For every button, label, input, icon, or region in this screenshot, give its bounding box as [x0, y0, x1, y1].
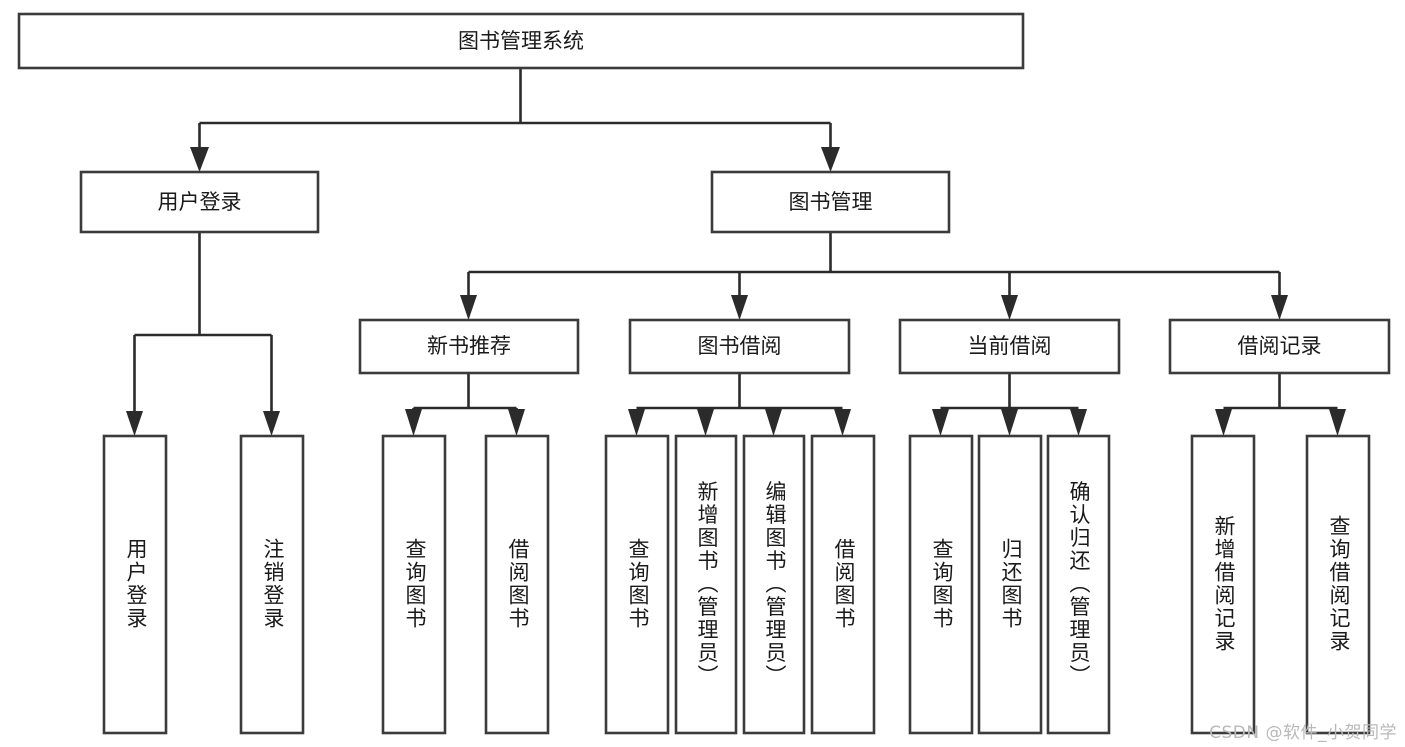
arrow-book-borrow-leaf-3 [765, 409, 782, 436]
connector-group-user-login [126, 232, 280, 436]
leaf-query-book-current-box[interactable] [908, 434, 974, 735]
node-new-book-recommend-label: 新书推荐 [427, 334, 511, 358]
leaf-node-borrow-book-rec[interactable]: 借阅图书 [484, 434, 550, 735]
leaf-query-book-borrow-box[interactable] [604, 434, 670, 735]
leaf-confirm-return-admin-box[interactable] [1046, 434, 1111, 735]
node-user-login[interactable]: 用户登录 [79, 170, 320, 234]
leaf-add-book-admin-box[interactable] [674, 434, 738, 735]
leaf-add-borrow-record-label: 新增借阅记录 [1212, 515, 1236, 653]
arrow-to-current-borrow [1001, 295, 1018, 320]
leaf-node-borrow-book[interactable]: 借阅图书 [810, 434, 876, 735]
leaf-query-book-rec-label: 查询图书 [403, 538, 427, 630]
connector-group-book-borrow [628, 373, 851, 436]
node-current-borrow-box[interactable] [898, 318, 1121, 375]
leaf-user-login-label: 用户登录 [124, 538, 148, 630]
arrow-book-borrow-leaf-2 [697, 409, 714, 436]
leaf-node-user-login[interactable]: 用户登录 [102, 434, 168, 735]
arrow-root-to-user-login [190, 147, 209, 172]
leaf-node-add-borrow-record[interactable]: 新增借阅记录 [1190, 434, 1256, 735]
leaf-query-borrow-record-box[interactable] [1305, 434, 1371, 735]
arrow-to-borrow-record [1271, 295, 1288, 320]
leaf-add-book-admin-label: 新增图书（管理员） [695, 481, 719, 688]
leaf-node-confirm-return-admin[interactable]: 确认归还（管理员） [1046, 434, 1111, 735]
arrow-book-borrow-leaf-1 [628, 409, 645, 436]
arrow-current-borrow-leaf-3 [1070, 409, 1087, 436]
leaf-borrow-book-rec-box[interactable] [484, 434, 550, 735]
arrow-new-book-rec-leaf-2 [508, 409, 525, 436]
node-user-login-box[interactable] [79, 170, 320, 234]
leaf-query-book-borrow-label: 查询图书 [626, 538, 650, 630]
node-user-login-label: 用户登录 [158, 190, 242, 214]
arrow-user-login-leaf-1 [126, 411, 143, 436]
leaf-borrow-book-label: 借阅图书 [832, 538, 856, 630]
leaf-edit-book-admin-label: 编辑图书（管理员） [763, 481, 787, 688]
leaf-node-query-book-rec[interactable]: 查询图书 [381, 434, 447, 735]
node-book-borrow[interactable]: 图书借阅 [628, 318, 851, 375]
leaf-confirm-return-admin-label: 确认归还（管理员） [1067, 481, 1091, 688]
leaf-node-add-book-admin[interactable]: 新增图书（管理员） [674, 434, 738, 735]
leaf-query-book-current-label: 查询图书 [930, 538, 954, 630]
node-borrow-record-box[interactable] [1168, 318, 1391, 375]
connector-group-root [190, 69, 840, 172]
node-root-label: 图书管理系统 [458, 29, 584, 53]
leaf-node-edit-book-admin[interactable]: 编辑图书（管理员） [742, 434, 806, 735]
arrow-borrow-record-leaf-1 [1215, 409, 1232, 436]
leaf-user-login-box[interactable] [102, 434, 168, 735]
node-book-management[interactable]: 图书管理 [710, 170, 951, 234]
node-book-management-label: 图书管理 [789, 190, 873, 214]
arrow-root-to-book-mgmt [821, 147, 840, 172]
arrow-to-new-book-rec [460, 295, 477, 320]
node-book-management-box[interactable] [710, 170, 951, 234]
node-book-borrow-box[interactable] [628, 318, 851, 375]
node-new-book-recommend-box[interactable] [358, 318, 580, 375]
leaf-logout-label: 注销登录 [261, 538, 285, 630]
node-borrow-record[interactable]: 借阅记录 [1168, 318, 1391, 375]
connector-group-borrow-record [1215, 373, 1346, 436]
leaf-add-borrow-record-box[interactable] [1190, 434, 1256, 735]
leaf-node-query-borrow-record[interactable]: 查询借阅记录 [1305, 434, 1371, 735]
arrow-borrow-record-leaf-2 [1329, 409, 1346, 436]
leaf-query-book-rec-box[interactable] [381, 434, 447, 735]
node-root-box[interactable] [17, 12, 1025, 70]
leaf-node-logout[interactable]: 注销登录 [239, 434, 305, 735]
arrow-to-book-borrow [731, 295, 748, 320]
connector-group-new-book-rec [405, 373, 525, 436]
arrow-user-login-leaf-2 [263, 411, 280, 436]
node-book-borrow-label: 图书借阅 [698, 334, 782, 358]
arrow-current-borrow-leaf-1 [932, 409, 949, 436]
leaf-borrow-book-rec-label: 借阅图书 [506, 538, 530, 630]
arrow-book-borrow-leaf-4 [834, 409, 851, 436]
leaf-query-borrow-record-label: 查询借阅记录 [1327, 515, 1351, 653]
arrow-current-borrow-leaf-2 [1001, 409, 1018, 436]
leaf-edit-book-admin-box[interactable] [742, 434, 806, 735]
leaf-logout-box[interactable] [239, 434, 305, 735]
node-root[interactable]: 图书管理系统 [17, 12, 1025, 70]
node-borrow-record-label: 借阅记录 [1238, 334, 1322, 358]
leaf-return-book-box[interactable] [977, 434, 1043, 735]
arrow-new-book-rec-leaf-1 [405, 409, 422, 436]
leaf-node-query-book-borrow[interactable]: 查询图书 [604, 434, 670, 735]
leaf-node-return-book[interactable]: 归还图书 [977, 434, 1043, 735]
node-current-borrow-label: 当前借阅 [968, 334, 1052, 358]
connector-group-book-mgmt [460, 232, 1288, 320]
node-current-borrow[interactable]: 当前借阅 [898, 318, 1121, 375]
leaf-borrow-book-box[interactable] [810, 434, 876, 735]
node-new-book-recommend[interactable]: 新书推荐 [358, 318, 580, 375]
connector-group-current-borrow [932, 373, 1087, 436]
leaf-node-query-book-current[interactable]: 查询图书 [908, 434, 974, 735]
leaf-return-book-label: 归还图书 [999, 538, 1023, 630]
